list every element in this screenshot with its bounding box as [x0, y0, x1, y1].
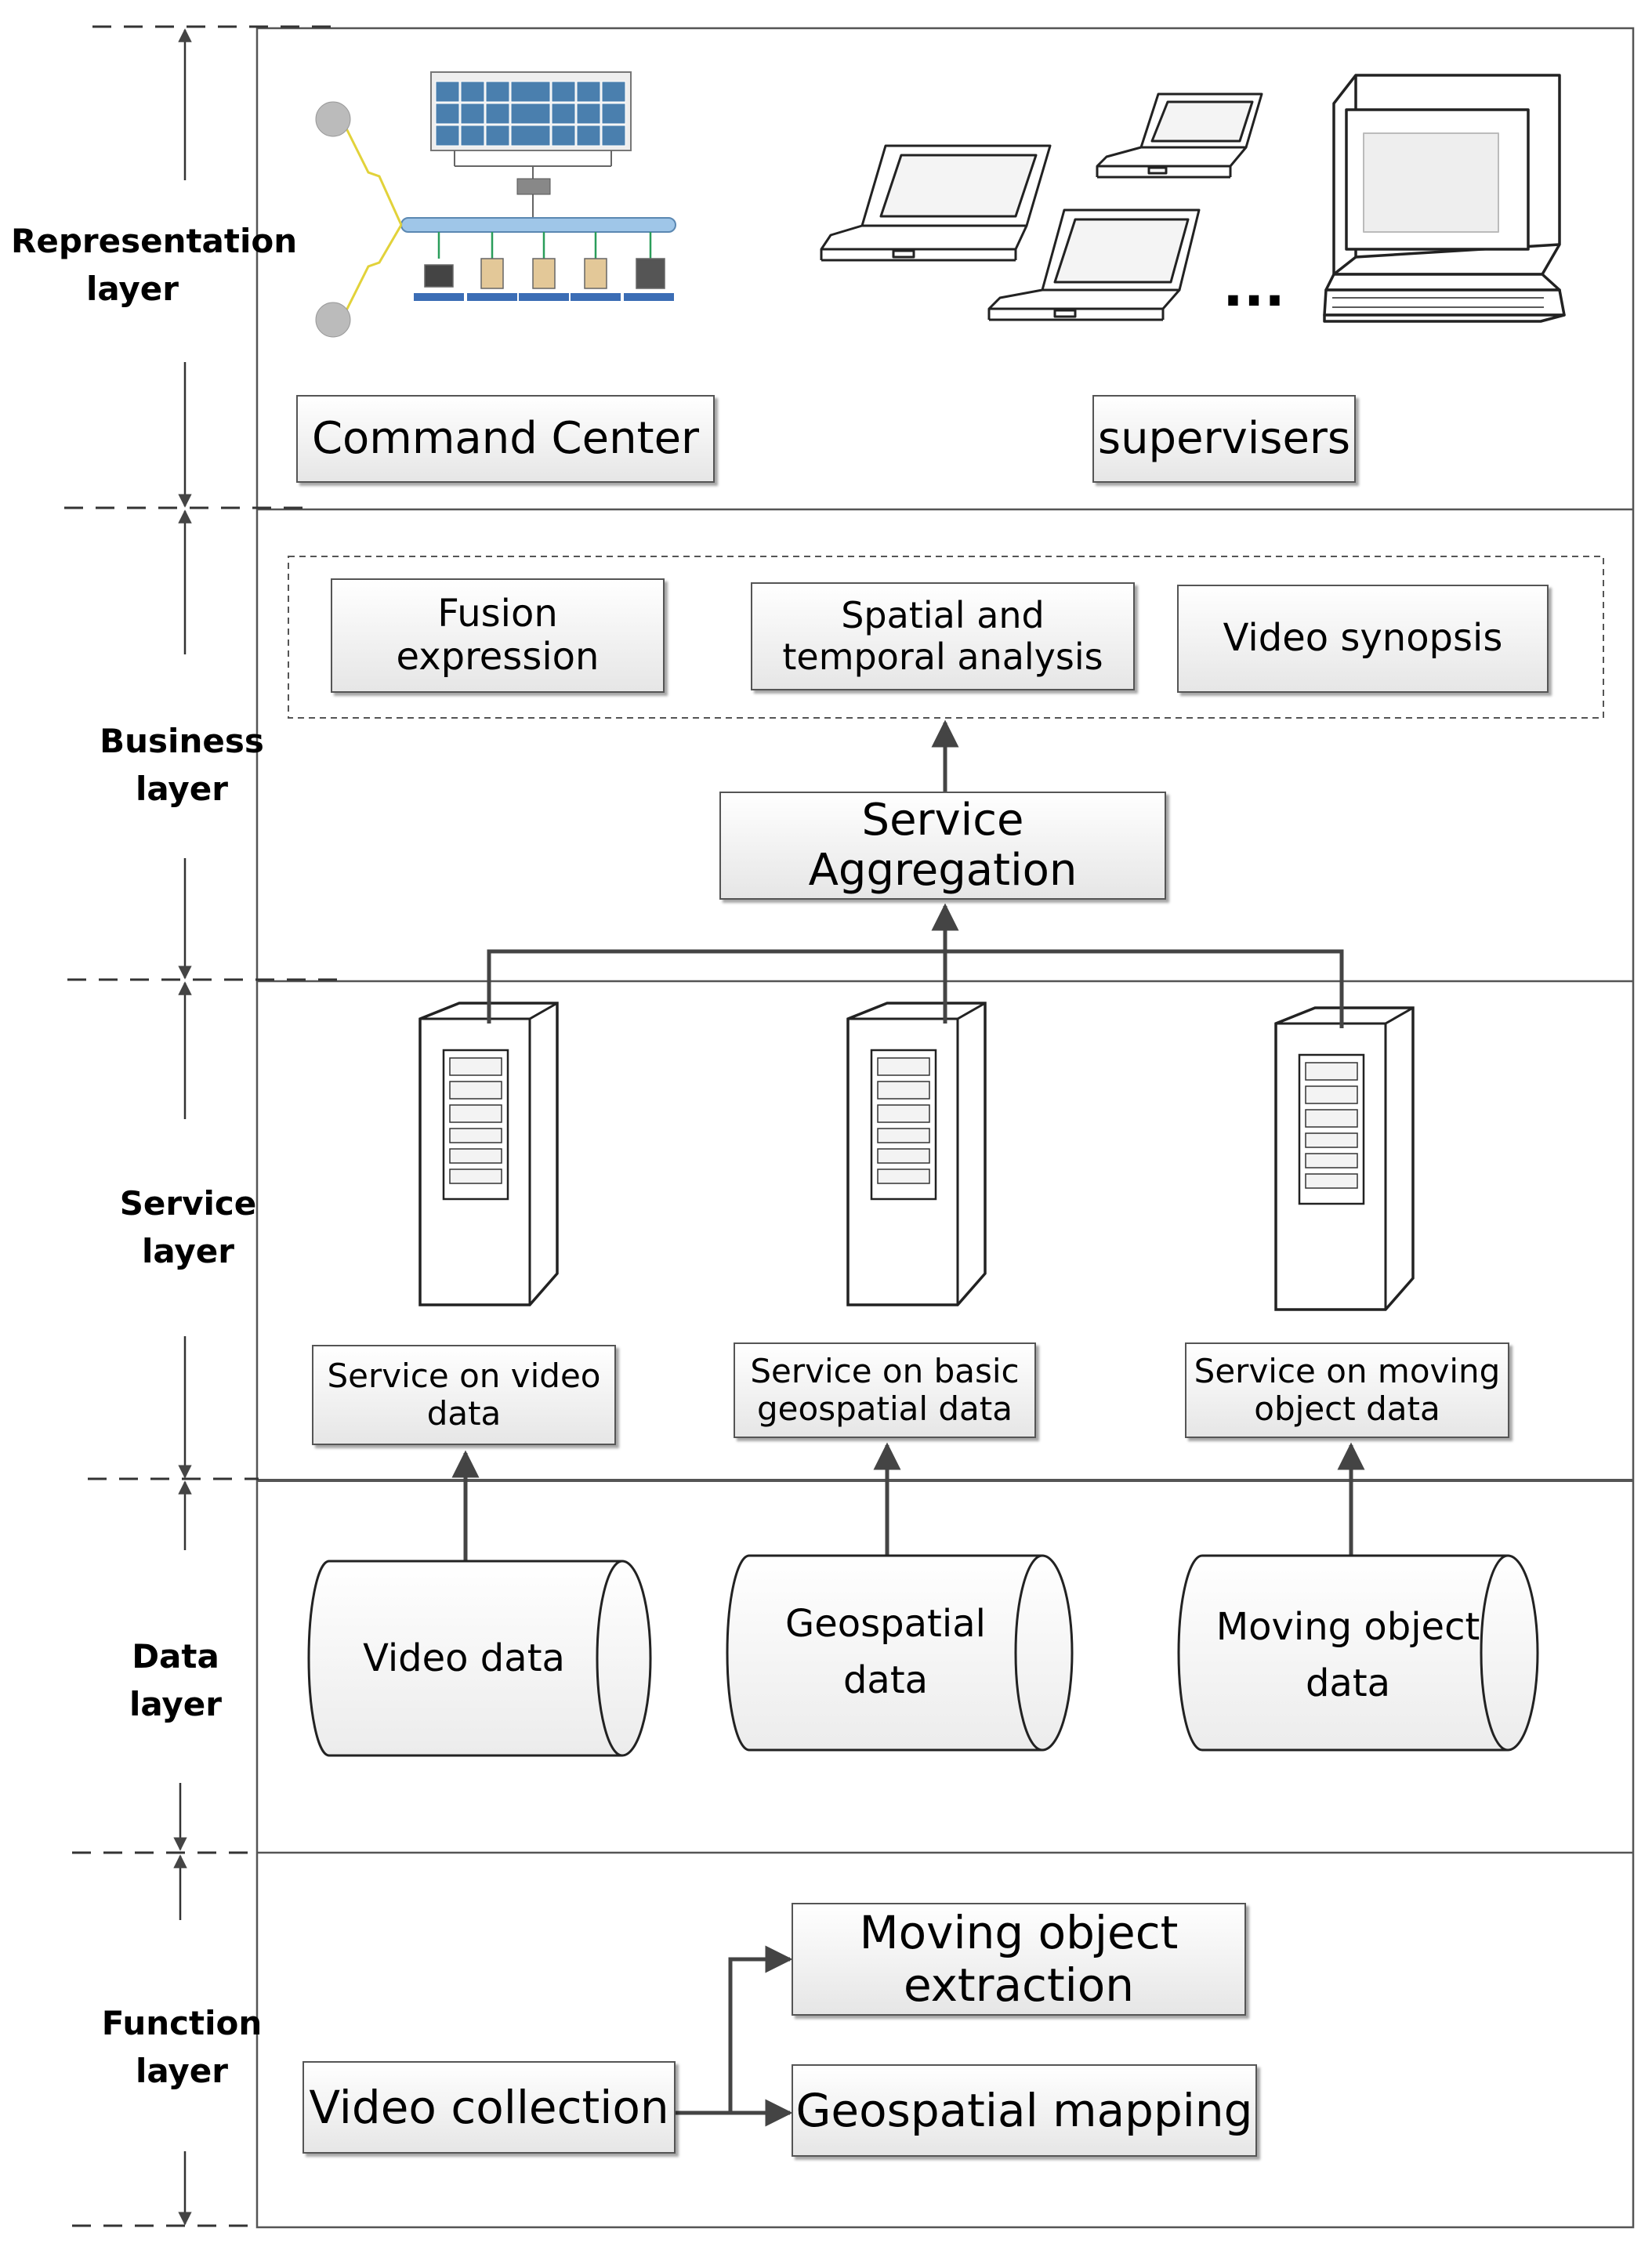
server-icon — [418, 1002, 559, 1306]
decoder-server-icon — [516, 178, 551, 195]
business-service-group — [288, 556, 1604, 719]
left-dashed-boundaries — [64, 25, 345, 2227]
ellipsis: ... — [1223, 255, 1285, 319]
data-cylinder-geospatial — [726, 1554, 1074, 1752]
device-icon — [584, 258, 607, 289]
server-icon — [846, 1002, 987, 1306]
device-icon — [424, 264, 454, 288]
left-extent-arrows — [173, 28, 192, 2226]
video-data-label: Video data — [363, 1636, 565, 1680]
server-icon — [1274, 1006, 1415, 1311]
layer-frame — [255, 27, 1635, 2229]
device-icon — [532, 258, 556, 289]
laptop-icon — [987, 208, 1201, 321]
laptop-icon — [1096, 92, 1263, 179]
desktop-computer-icon — [1323, 74, 1566, 323]
spatial-temporal-analysis-box: Spatial and temporal analysis — [751, 582, 1135, 690]
command-center-network-image — [315, 71, 676, 338]
service-aggregation-box: Service Aggregation — [719, 792, 1166, 900]
layer-label-business: Business layer — [100, 722, 264, 808]
wireless-node-icon — [315, 101, 351, 137]
layer-label-function: Function layer — [101, 2004, 263, 2090]
service-on-geospatial-data-box: Service on basic geospatial data — [734, 1342, 1036, 1438]
geospatial-mapping-box: Geospatial mapping — [792, 2064, 1257, 2157]
data-cylinder-moving-object — [1177, 1554, 1539, 1752]
supervisers-box: supervisers — [1092, 395, 1356, 483]
device-icon — [480, 258, 504, 289]
video-collection-box: Video collection — [303, 2061, 676, 2154]
video-wall-screens — [435, 81, 626, 147]
network-bus — [400, 217, 676, 233]
data-cylinder-video — [307, 1560, 652, 1757]
wireless-node-icon — [315, 302, 351, 338]
service-on-video-data-box: Service on video data — [312, 1345, 616, 1445]
layer-label-service: Service layer — [119, 1184, 257, 1270]
flow-connectors — [451, 719, 1365, 2127]
moving-object-data-label: Moving object data — [1215, 1605, 1480, 1705]
fusion-expression-box: Fusion expression — [331, 578, 665, 693]
device-icon — [636, 258, 665, 289]
video-synopsis-box: Video synopsis — [1177, 585, 1549, 693]
moving-object-extraction-box: Moving object extraction — [792, 1903, 1246, 2016]
service-on-moving-object-data-box: Service on moving object data — [1185, 1342, 1509, 1438]
laptop-icon — [820, 144, 1052, 262]
geospatial-data-label: Geospatial data — [785, 1602, 986, 1702]
layer-label-representation: Representation layer — [11, 222, 298, 308]
layer-label-data: Data layer — [129, 1637, 223, 1723]
command-center-box: Command Center — [296, 395, 715, 483]
